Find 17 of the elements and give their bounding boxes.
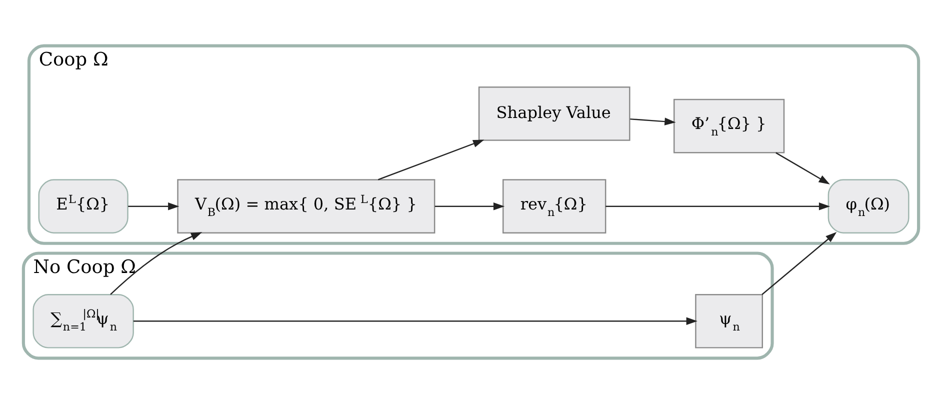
arrow [128,202,180,210]
node-box: ψ$_{n}$ [695,293,763,348]
arrow [776,152,830,184]
arrow [606,202,830,210]
node-box: E$^{L}${Ω} [38,178,128,233]
arrow [110,232,202,294]
node-box: ∑$_{n=1}$$^{|Ω|}$ψ$_{n}$ [32,293,134,348]
node-box: Φ’$_{n}${Ω} } [673,98,785,153]
arrow [133,316,698,325]
node-box: V$_{B}$(Ω) = max{ 0, SE$^{L}${Ω} } [177,178,436,233]
node-box: Shapley Value [478,86,630,140]
arrow [434,202,505,210]
node-box: φ$_{n}$(Ω) [828,178,910,233]
arrow [378,139,484,180]
arrow [762,232,837,294]
arrow [630,117,676,125]
node-box: rev$_{n}${Ω} [502,178,606,233]
